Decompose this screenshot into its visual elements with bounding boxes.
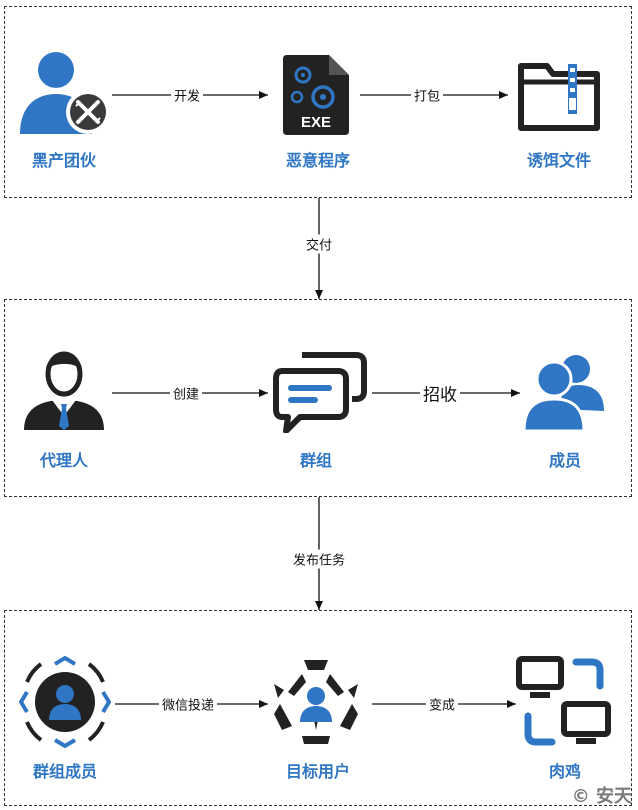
edge-label-recruit: 招收: [420, 380, 460, 406]
watermark-logo: © 安天: [572, 782, 632, 808]
node-label-group-member: 群组成员: [32, 762, 97, 781]
businessman-icon: [24, 351, 104, 430]
exe-badge-text: EXE: [301, 114, 331, 131]
hacker-gang-icon: [20, 52, 110, 134]
node-label-group: 群组: [299, 451, 332, 470]
edge-label-package: 打包: [410, 85, 444, 105]
edge-label-wechat-delivery: 微信投递: [158, 694, 218, 714]
copyright-icon: ©: [571, 786, 590, 807]
edge-label-deliver: 交付: [302, 234, 336, 254]
node-label-member: 成员: [548, 451, 581, 470]
node-label-bait: 诱饵文件: [526, 151, 591, 170]
node-label-gang: 黑产团伙: [31, 151, 96, 170]
members-icon: [522, 355, 604, 433]
chat-group-icon: [273, 352, 367, 433]
watermark-text: 安天: [596, 786, 632, 807]
panel-attack: [4, 610, 632, 806]
target-member-icon: [19, 656, 111, 748]
edge-label-develop: 开发: [170, 85, 204, 105]
edge-label-become: 变成: [425, 694, 459, 714]
node-label-agent: 代理人: [39, 451, 88, 470]
panel-development: [4, 6, 632, 198]
edge-label-create: 创建: [169, 383, 203, 403]
panel-organization: [4, 299, 632, 497]
node-label-target-user: 目标用户: [285, 762, 350, 781]
node-label-zombie: 肉鸡: [548, 762, 581, 781]
botnet-computers-icon: [516, 656, 611, 746]
exe-file-icon: EXE: [283, 55, 349, 135]
target-user-icon: [274, 660, 358, 744]
node-label-malware: 恶意程序: [285, 151, 350, 170]
zip-folder-icon: [518, 63, 600, 131]
edge-label-assign-task: 发布任务: [289, 549, 349, 569]
